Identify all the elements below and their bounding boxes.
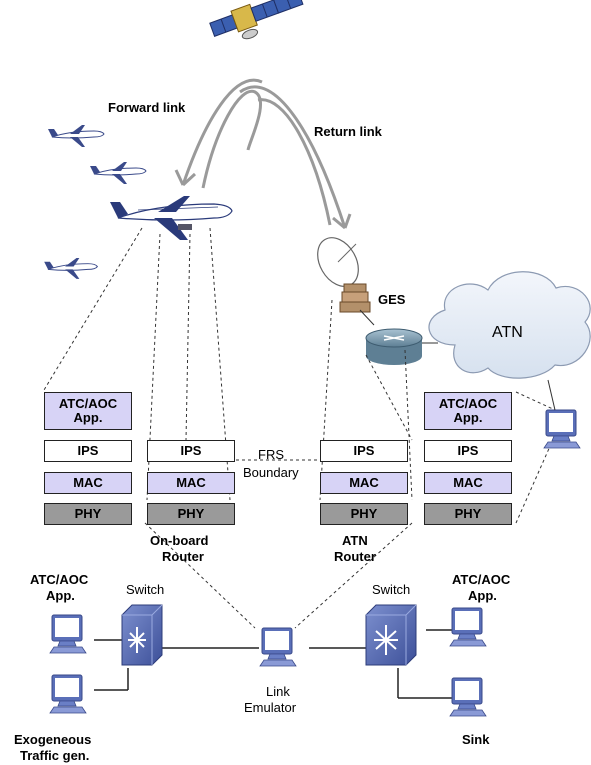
stack1-ips-label: IPS <box>77 443 99 458</box>
switch-right-label: Switch <box>372 582 411 597</box>
stack3-phy-label: PHY <box>350 506 378 521</box>
atn-router-label-1: ATN <box>342 533 368 548</box>
atn-label: ATN <box>492 324 523 341</box>
stack1-app-label: ATC/AOC App. <box>58 396 118 425</box>
forward-link-arrow <box>174 78 263 189</box>
stack4-app-layer: ATC/AOC App. <box>424 392 512 430</box>
stack1-mac-label: MAC <box>73 475 103 490</box>
airplane-icon <box>47 124 105 148</box>
stack4-ips-label: IPS <box>457 443 479 458</box>
sink-label: Sink <box>462 732 490 747</box>
return-link-arrow <box>239 85 352 230</box>
app-left-label-2: App. <box>46 588 75 603</box>
frs-label: FRS <box>258 447 284 462</box>
stack4-phy-layer: PHY <box>424 503 512 525</box>
stack3-phy-layer: PHY <box>320 503 408 525</box>
stack2-mac-label: MAC <box>176 475 206 490</box>
cloud-icon <box>428 271 591 379</box>
ges-label: GES <box>378 292 406 307</box>
stack4-ips-layer: IPS <box>424 440 512 462</box>
link-emulator-label-2: Emulator <box>244 700 297 715</box>
airplane-icon <box>43 257 98 280</box>
airplane-icon <box>110 196 233 240</box>
stack3-mac-layer: MAC <box>320 472 408 494</box>
link-emulator-label-1: Link <box>266 684 290 699</box>
stack2-phy-layer: PHY <box>147 503 235 525</box>
dish-antenna-icon <box>317 237 371 313</box>
computer-icon <box>449 607 487 647</box>
stack4-mac-label: MAC <box>453 475 483 490</box>
mapping-lines <box>43 227 556 629</box>
stack4-phy-label: PHY <box>454 506 482 521</box>
stack3-ips-layer: IPS <box>320 440 408 462</box>
app-right-label-1: ATC/AOC <box>452 572 511 587</box>
forward-link-label: Forward link <box>108 100 186 115</box>
switch-icon <box>365 604 417 666</box>
computer-icon <box>49 614 87 654</box>
stack4-mac-layer: MAC <box>424 472 512 494</box>
stack1-ips-layer: IPS <box>44 440 132 462</box>
stack2-ips-label: IPS <box>180 443 202 458</box>
switch-left-label: Switch <box>126 582 165 597</box>
computer-icon <box>449 677 487 717</box>
bottom-links <box>94 629 452 699</box>
computer-icon <box>259 627 297 667</box>
stack4-app-label: ATC/AOC App. <box>438 396 498 425</box>
stack1-app-layer: ATC/AOC App. <box>44 392 132 430</box>
atn-router-label-2: Router <box>334 549 376 564</box>
app-left-label-1: ATC/AOC <box>30 572 89 587</box>
exogeneous-label-2: Traffic gen. <box>20 748 90 763</box>
stack1-phy-layer: PHY <box>44 503 132 525</box>
stack1-mac-layer: MAC <box>44 472 132 494</box>
onboard-router-label-1: On-board <box>150 533 209 548</box>
router-icon <box>365 328 423 365</box>
computer-icon <box>543 409 581 449</box>
stack2-phy-label: PHY <box>177 506 205 521</box>
stack2-mac-layer: MAC <box>147 472 235 494</box>
stack2-ips-layer: IPS <box>147 440 235 462</box>
computer-icon <box>49 674 87 714</box>
onboard-router-label-2: Router <box>162 549 204 564</box>
app-right-label-2: App. <box>468 588 497 603</box>
exogeneous-label-1: Exogeneous <box>14 732 92 747</box>
return-link-label: Return link <box>314 124 382 139</box>
stack1-phy-label: PHY <box>74 506 102 521</box>
stack3-mac-label: MAC <box>349 475 379 490</box>
switch-icon <box>121 604 163 666</box>
stack3-ips-label: IPS <box>353 443 375 458</box>
satellite-icon <box>209 0 304 40</box>
airplane-icon <box>89 161 147 185</box>
boundary-label: Boundary <box>243 465 299 480</box>
